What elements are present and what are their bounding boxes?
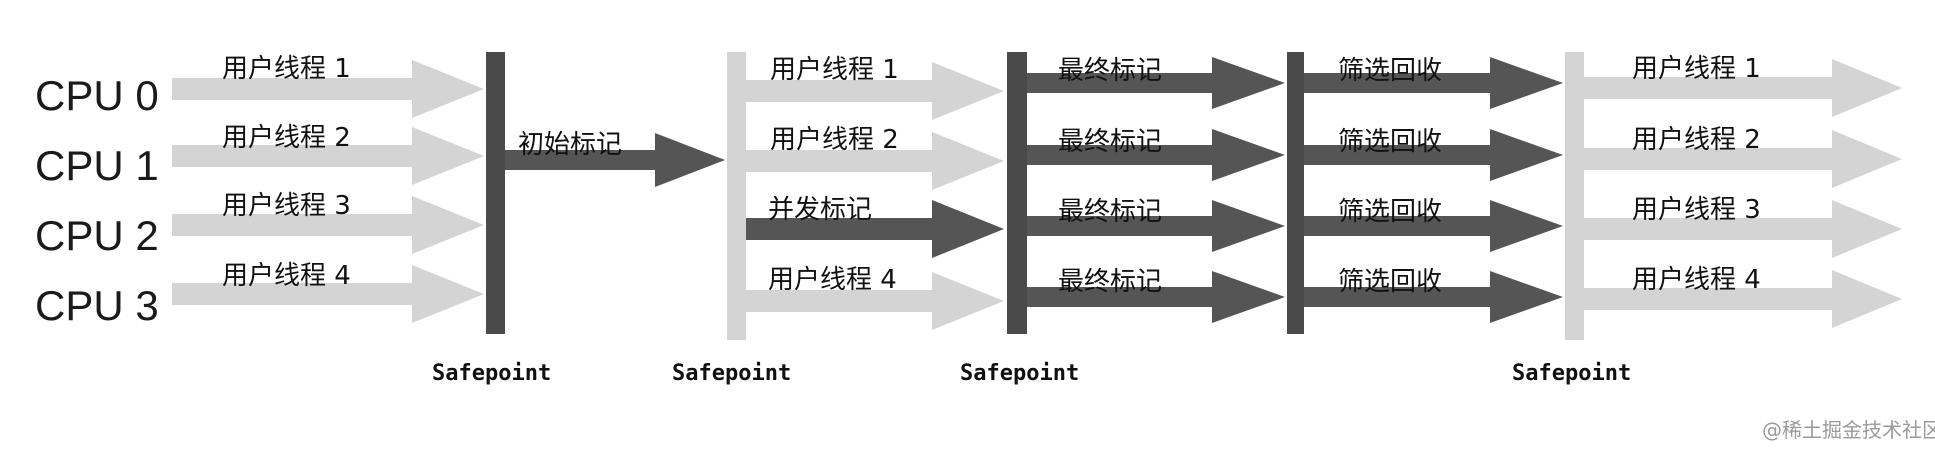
safepoint-labels: Safepoint Safepoint Safepoint Safepoint (432, 361, 1631, 386)
cpu-label-2: CPU 2 (35, 212, 159, 259)
evacuation-label-0: 筛选回收 (1338, 56, 1442, 86)
stage3-final-mark: 最终标记 最终标记 最终标记 最终标记 (1027, 56, 1285, 323)
safepoint-label-1: Safepoint (432, 361, 551, 386)
stage1-thread-label-2: 用户线程 3 (222, 191, 351, 221)
stage2-arrow-0 (746, 62, 1004, 120)
safepoint-bar-2 (727, 52, 746, 340)
stage5-thread-label-2: 用户线程 3 (1632, 195, 1761, 225)
stage2-thread-label-0: 用户线程 1 (770, 55, 899, 85)
stage5-thread-label-3: 用户线程 4 (1632, 265, 1761, 295)
stage1-user-threads: 用户线程 1 用户线程 2 用户线程 3 用户线程 4 (172, 54, 484, 323)
stage1-arrow-1 (172, 127, 484, 185)
safepoint-label-2: Safepoint (672, 361, 791, 386)
stage4-arrow-1 (1304, 129, 1563, 181)
stage1-thread-label-1: 用户线程 2 (222, 123, 351, 153)
stage5-arrow-3 (1584, 270, 1902, 328)
safepoint-bar-4 (1287, 52, 1304, 334)
stage3-arrow-3 (1027, 271, 1285, 323)
stage5-thread-label-1: 用户线程 2 (1632, 125, 1761, 155)
stage5-arrow-0 (1584, 59, 1902, 117)
stage5-user-threads: 用户线程 1 用户线程 2 用户线程 3 用户线程 4 (1584, 54, 1902, 328)
stage5-arrow-2 (1584, 200, 1902, 258)
initial-mark-arrow (505, 133, 725, 187)
stage1-thread-label-0: 用户线程 1 (222, 54, 351, 84)
stage1-arrow-0 (172, 60, 484, 118)
stage2-thread-label-3: 用户线程 4 (768, 265, 897, 295)
cpu-label-3: CPU 3 (35, 282, 159, 329)
stage1-thread-label-3: 用户线程 4 (222, 261, 351, 291)
evacuation-label-3: 筛选回收 (1338, 267, 1442, 297)
stage4-evacuation: 筛选回收 筛选回收 筛选回收 筛选回收 (1304, 56, 1563, 323)
stage2-arrow-2 (746, 200, 1004, 258)
stage3-arrow-2 (1027, 200, 1285, 252)
concurrent-mark-label: 并发标记 (768, 195, 872, 225)
cpu-label-0: CPU 0 (35, 72, 159, 119)
final-mark-label-1: 最终标记 (1058, 127, 1162, 157)
stage5-arrow-1 (1584, 130, 1902, 188)
stage1-arrow-3 (172, 265, 484, 323)
watermark-text: @稀土掘金技术社区 (1762, 418, 1935, 442)
safepoint-bar-5 (1565, 52, 1584, 340)
safepoint-label-3: Safepoint (960, 361, 1079, 386)
safepoint-bar-1 (486, 52, 505, 334)
evacuation-label-2: 筛选回收 (1338, 197, 1442, 227)
final-mark-label-0: 最终标记 (1058, 56, 1162, 86)
stage5-thread-label-0: 用户线程 1 (1632, 54, 1761, 84)
stage4-arrow-3 (1304, 271, 1563, 323)
stage3-arrow-1 (1027, 129, 1285, 181)
cpu-labels: CPU 0 CPU 1 CPU 2 CPU 3 (35, 72, 159, 329)
safepoint-bar-3 (1007, 52, 1027, 334)
initial-mark-label: 初始标记 (518, 130, 622, 160)
stage2-threads: 用户线程 1 用户线程 2 并发标记 用户线程 4 (746, 55, 1004, 330)
final-mark-label-3: 最终标记 (1058, 267, 1162, 297)
stage2-arrow-1 (746, 132, 1004, 190)
evacuation-label-1: 筛选回收 (1338, 127, 1442, 157)
safepoint-label-4: Safepoint (1512, 361, 1631, 386)
cpu-label-1: CPU 1 (35, 142, 159, 189)
stage4-arrow-0 (1304, 57, 1563, 109)
stage1-arrow-2 (172, 196, 484, 254)
final-mark-label-2: 最终标记 (1058, 197, 1162, 227)
stage2-arrow-3 (746, 272, 1004, 330)
stage2-thread-label-1: 用户线程 2 (770, 125, 899, 155)
stage3-arrow-0 (1027, 57, 1285, 109)
stage4-arrow-2 (1304, 200, 1563, 252)
